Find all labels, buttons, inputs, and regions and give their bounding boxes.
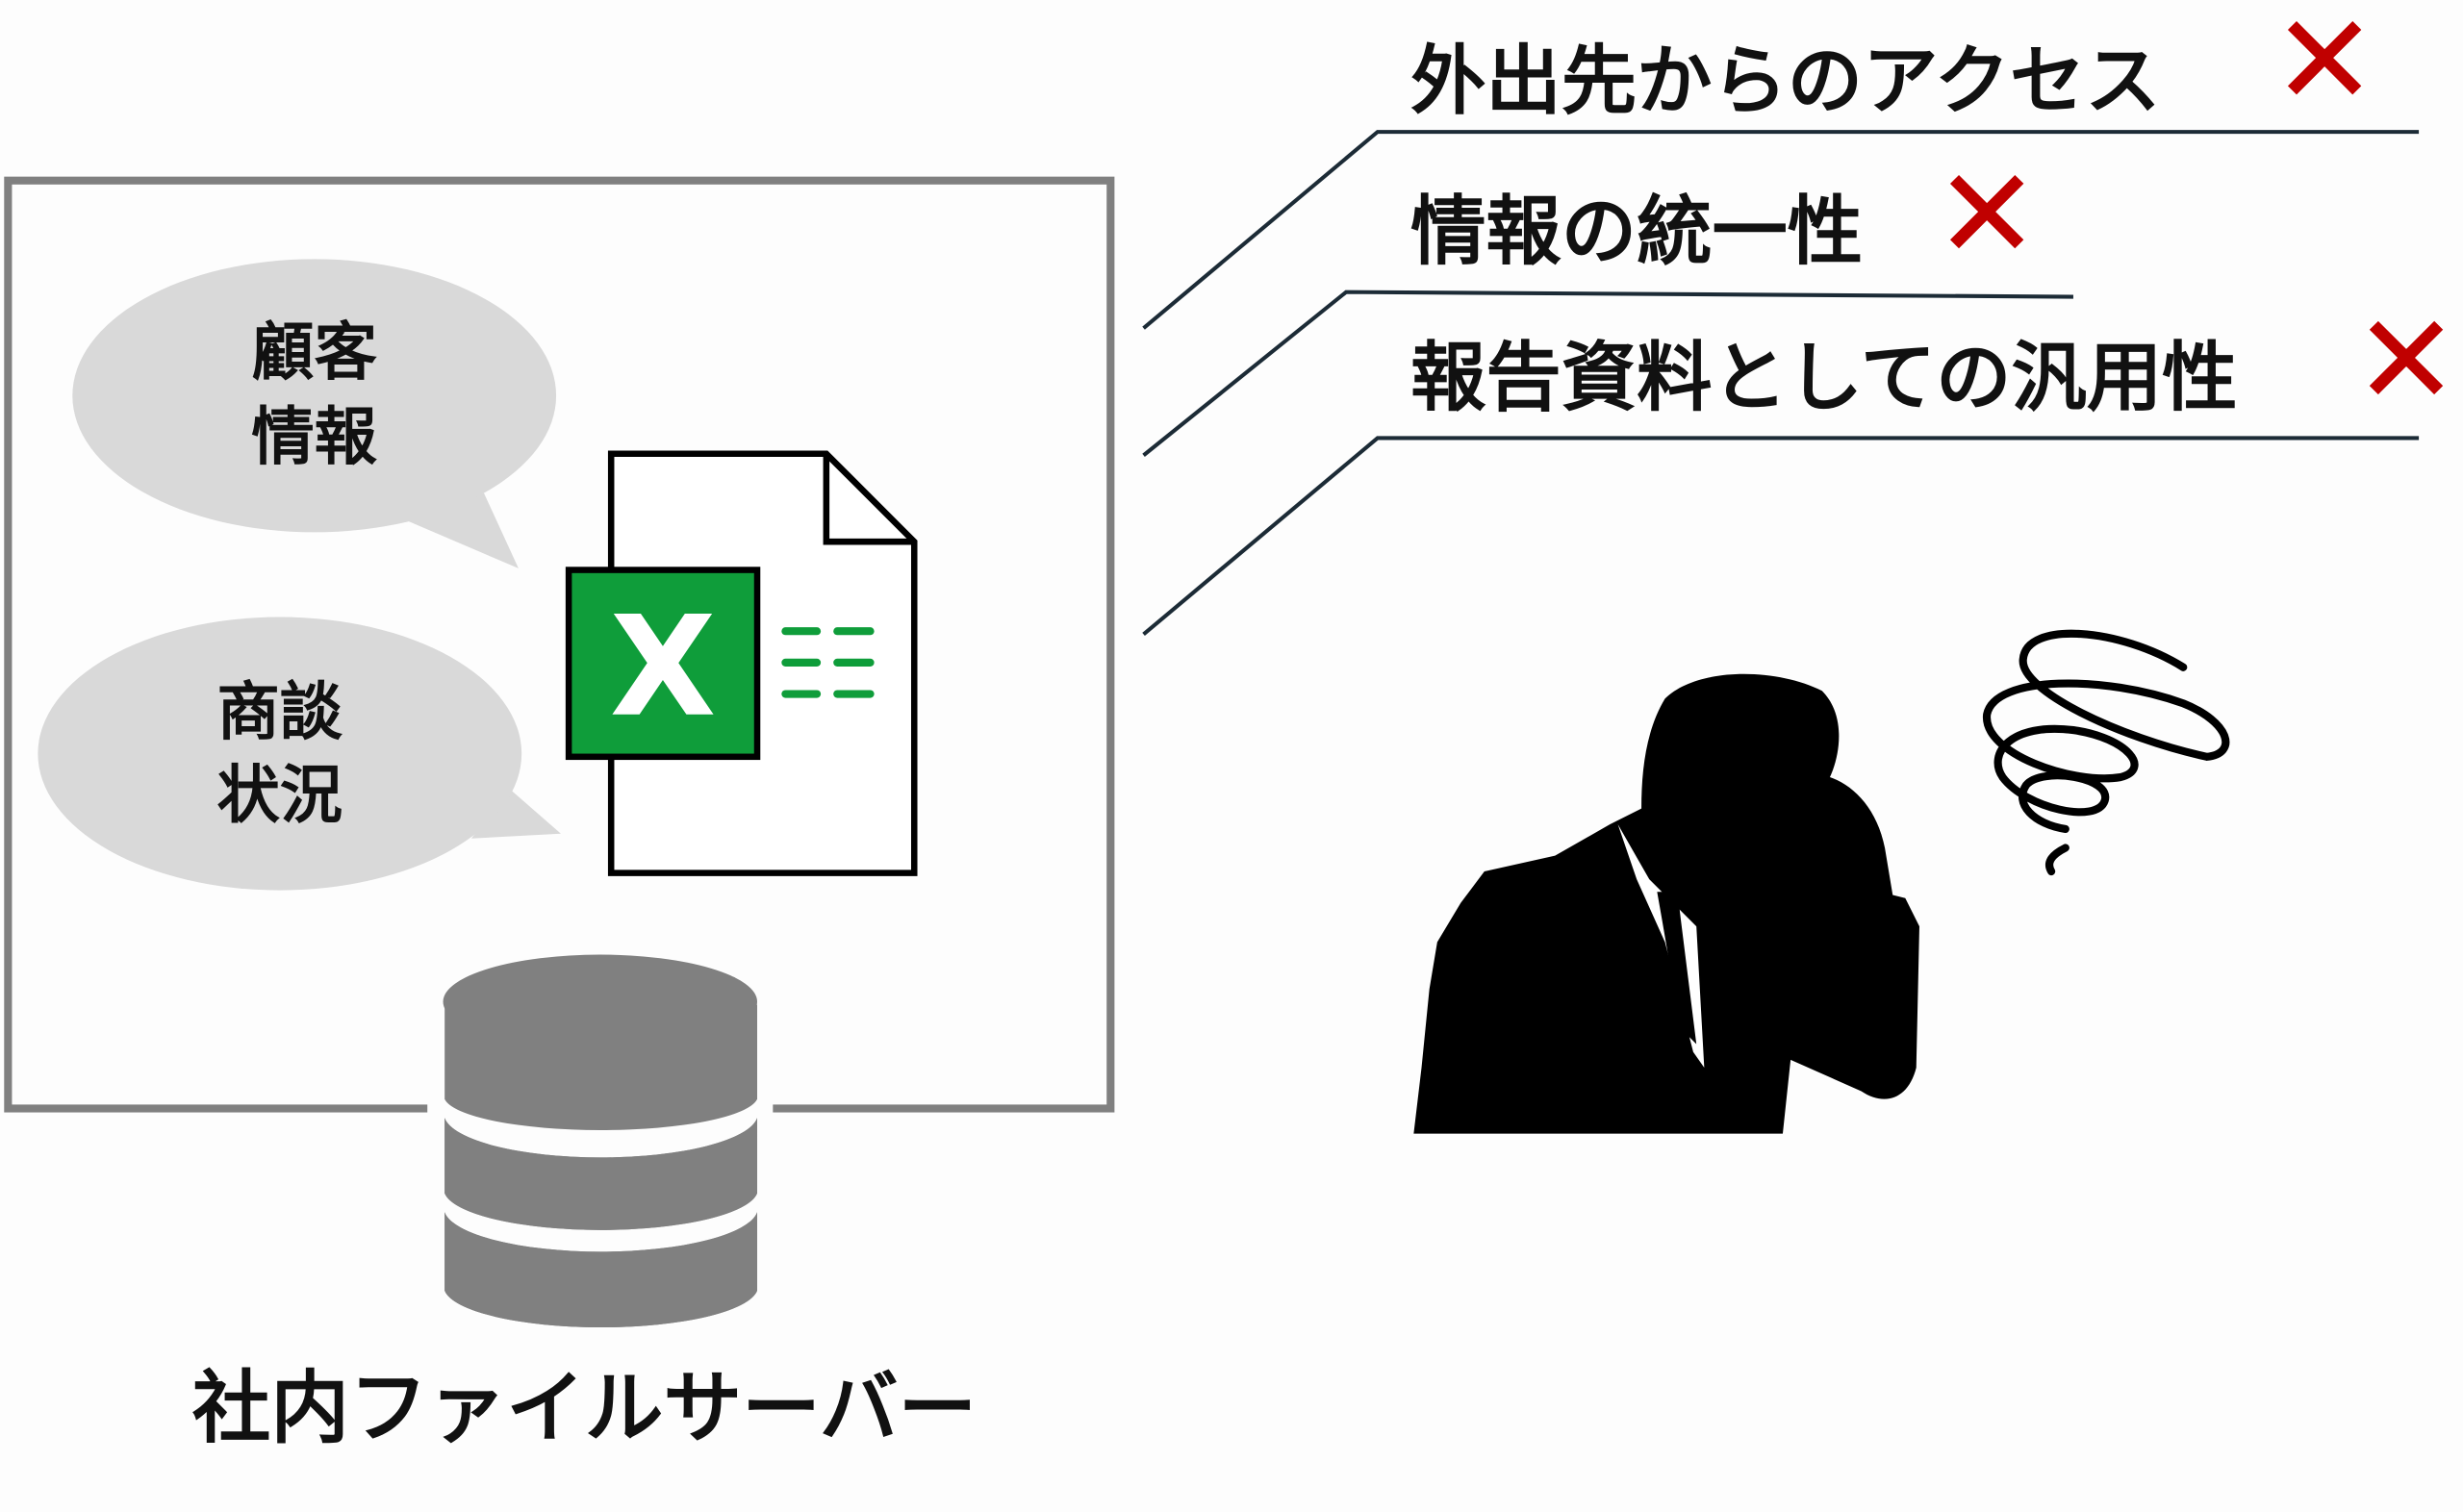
issue-text: 報告資料としての汎用性 xyxy=(1410,335,2237,422)
cross-icon: ✕ xyxy=(2353,288,2458,434)
troubled-businessman-silhouette xyxy=(1413,673,1919,1134)
bubble-text: 状況 xyxy=(216,759,343,832)
server-label: 社内ファイルサーバー xyxy=(192,1363,977,1454)
callout-lines xyxy=(1142,130,2420,637)
issue-text: 外出先からのアクセス xyxy=(1410,38,2161,125)
issue-access-from-outside: 外出先からのアクセス ✕ xyxy=(1410,0,2377,134)
excel-letter: X xyxy=(610,587,717,747)
database-icon xyxy=(443,954,758,1328)
cross-icon: ✕ xyxy=(2272,0,2376,134)
issue-text: 情報の統一性 xyxy=(1410,189,1863,276)
bubble-text: 商談 xyxy=(216,675,343,748)
dizzy-spiral-icon xyxy=(1983,629,2230,876)
excel-file-icon: X xyxy=(565,450,918,876)
cross-icon: ✕ xyxy=(1934,141,2039,288)
bubble-text: 情報 xyxy=(251,401,377,474)
speech-bubble-negotiation-status: 商談 状況 xyxy=(38,617,561,891)
issue-information-consistency: 情報の統一性 ✕ xyxy=(1410,141,2040,288)
speech-bubble-customer-info: 顧客 情報 xyxy=(72,259,557,568)
issue-report-versatility: 報告資料としての汎用性 ✕ xyxy=(1410,288,2459,434)
bubble-text: 顧客 xyxy=(251,316,377,390)
